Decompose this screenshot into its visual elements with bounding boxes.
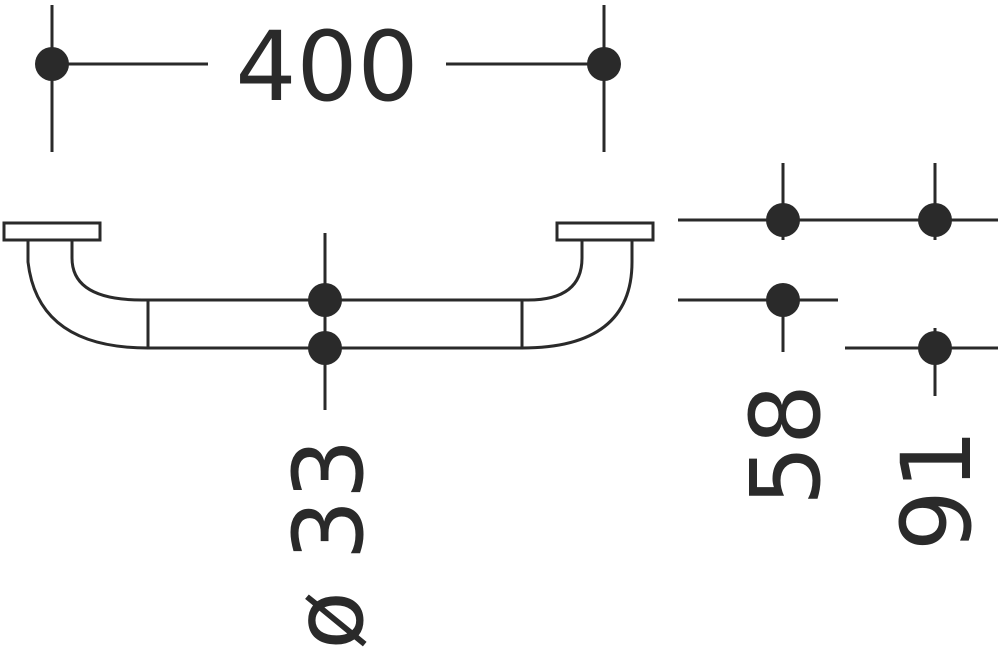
diameter-marker-top bbox=[308, 283, 342, 317]
diameter-dimension: ø 33 bbox=[273, 233, 385, 649]
wall-flange-right bbox=[555, 221, 655, 242]
projection-b-marker-wall bbox=[918, 203, 952, 237]
projection-a-label: 58 bbox=[730, 384, 842, 506]
projection-dimensions: 58 91 bbox=[678, 163, 998, 551]
length-label: 400 bbox=[235, 11, 418, 123]
projection-b-label: 91 bbox=[881, 429, 993, 551]
grab-bar-tube bbox=[26, 235, 634, 350]
length-marker-right bbox=[587, 47, 621, 81]
diameter-label: ø 33 bbox=[273, 438, 385, 649]
wall-flange-left bbox=[2, 221, 102, 242]
projection-b-marker-bar bbox=[918, 331, 952, 365]
length-marker-left bbox=[35, 47, 69, 81]
diameter-marker-bottom bbox=[308, 331, 342, 365]
projection-a-marker-bar bbox=[766, 283, 800, 317]
projection-a-marker-wall bbox=[766, 203, 800, 237]
length-dimension: 400 bbox=[35, 5, 621, 152]
grab-bar-shape bbox=[2, 221, 655, 350]
